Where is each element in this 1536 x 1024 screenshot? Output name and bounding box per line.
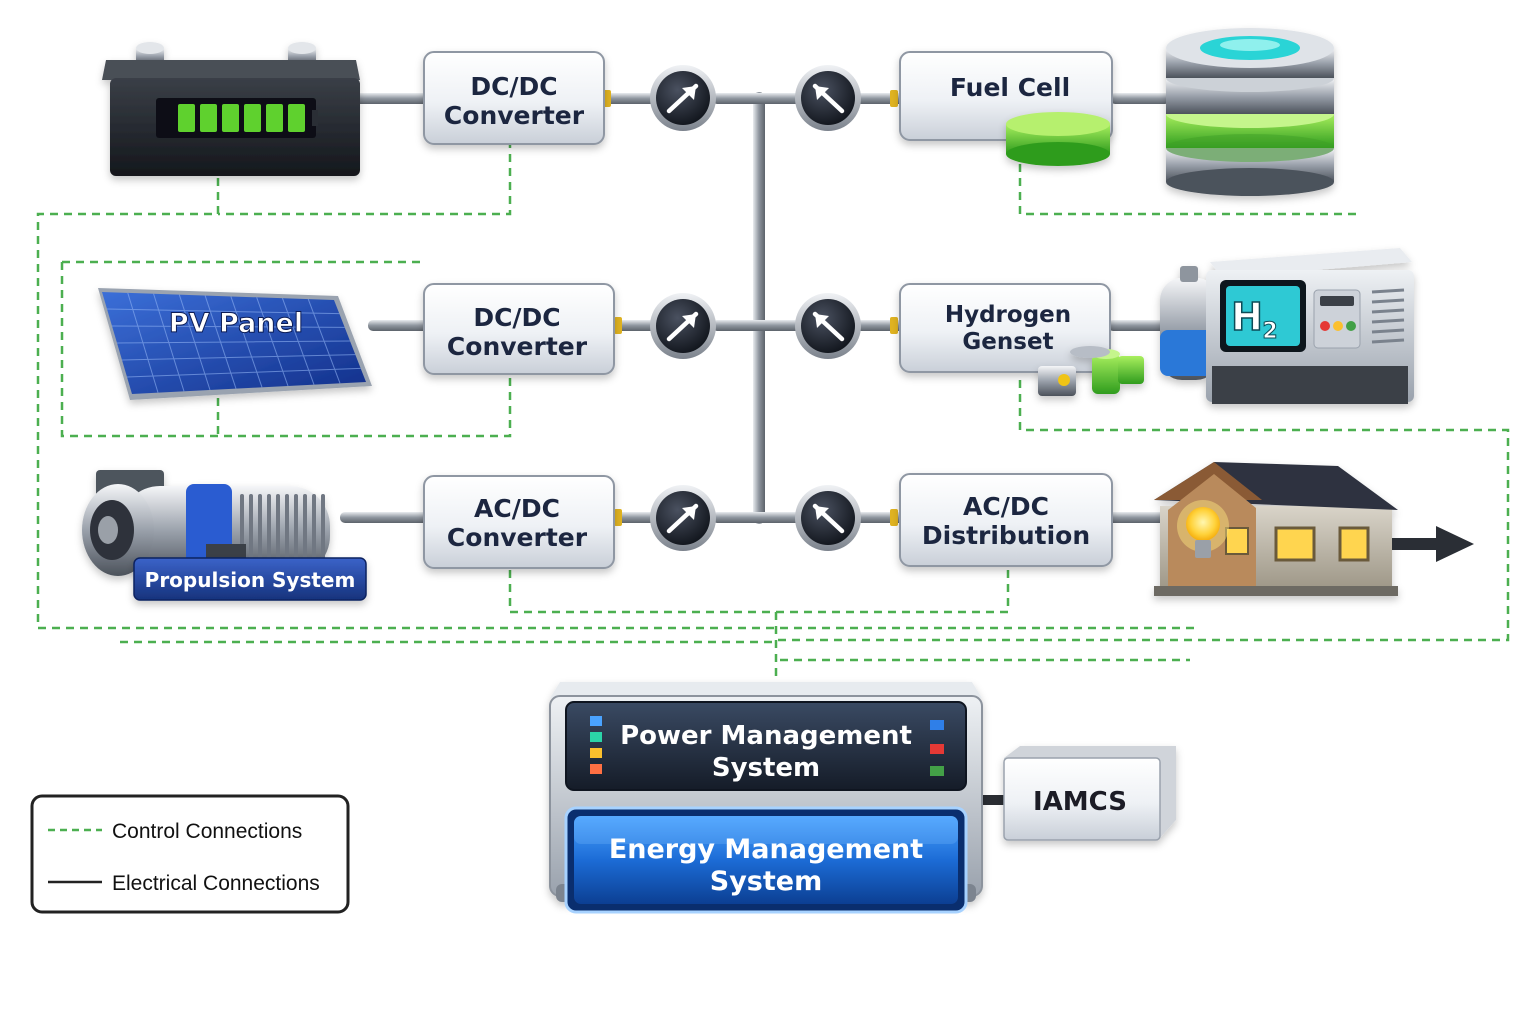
ems-label-line2: System [710,866,822,897]
battery-bar [266,104,283,132]
propulsion-system-label: Propulsion System [133,557,367,601]
hydrogen-genset-line2: Genset [962,329,1053,355]
h2-badge-sub: 2 [1262,319,1277,344]
ems-label-line1: Energy Management [609,834,923,865]
battery-bar [244,104,261,132]
propulsion-ac-dc-converter[interactable]: AC/DC Converter [423,475,615,569]
battery-dc-dc-converter[interactable]: DC/DC Converter [423,51,605,145]
battery-bar [222,104,239,132]
h2-badge-main: H [1231,295,1263,339]
legend-electrical-label: Electrical Connections [112,872,320,895]
battery-converter-line2: Converter [444,101,585,130]
electrical-connections [340,90,1170,805]
flow-gauge-icon [795,65,861,131]
pv-converter-line2: Converter [447,332,588,361]
pms-label-line2: System [712,753,820,783]
arrow-right-icon [1392,526,1474,562]
flow-gauge-icon [650,293,716,359]
solar-panel-icon: PV Panel [98,288,372,400]
battery-icon [102,42,360,176]
fuel-tank-icon [1006,28,1334,196]
control-connections [36,140,1510,690]
flow-gauge-icon [650,485,716,551]
pv-dc-dc-converter[interactable]: DC/DC Converter [423,283,615,375]
ac-dc-distribution-box[interactable]: AC/DC Distribution [899,473,1113,567]
flow-gauge-icon [650,65,716,131]
propulsion-system-text: Propulsion System [145,568,356,592]
propulsion-converter-line2: Converter [447,523,588,552]
battery-converter-line1: DC/DC [470,72,557,101]
pv-panel-label: PV Panel [169,308,303,339]
pms-label-line1: Power Management [620,721,912,751]
flow-gauge-icon [795,485,861,551]
power-management-system[interactable]: Power Management System [565,701,967,791]
battery-bar [178,104,195,132]
lightbulb-icon [1177,500,1229,558]
flow-gauges [650,65,861,551]
pv-converter-line1: DC/DC [473,303,560,332]
battery-bar [288,104,305,132]
electric-motor-icon [82,470,330,578]
battery-bar [200,104,217,132]
hydrogen-genset-box[interactable]: Hydrogen Genset [899,283,1111,373]
battery-charge-bars [178,104,318,132]
legend-control-label: Control Connections [112,820,302,843]
distribution-line2: Distribution [922,521,1090,550]
flow-gauge-icon [795,293,861,359]
iamcs-label: IAMCS [1033,787,1127,817]
fuel-cell-label: Fuel Cell [950,73,1070,102]
propulsion-converter-line1: AC/DC [474,494,560,523]
energy-management-system[interactable]: Energy Management System [564,806,968,914]
hydrogen-genset-line1: Hydrogen [945,302,1071,328]
hydrogen-generator-icon: H 2 [1038,248,1414,404]
distribution-line1: AC/DC [963,492,1049,521]
iamcs-box[interactable]: IAMCS [1003,746,1176,841]
legend: Control Connections Electrical Connectio… [30,794,350,914]
